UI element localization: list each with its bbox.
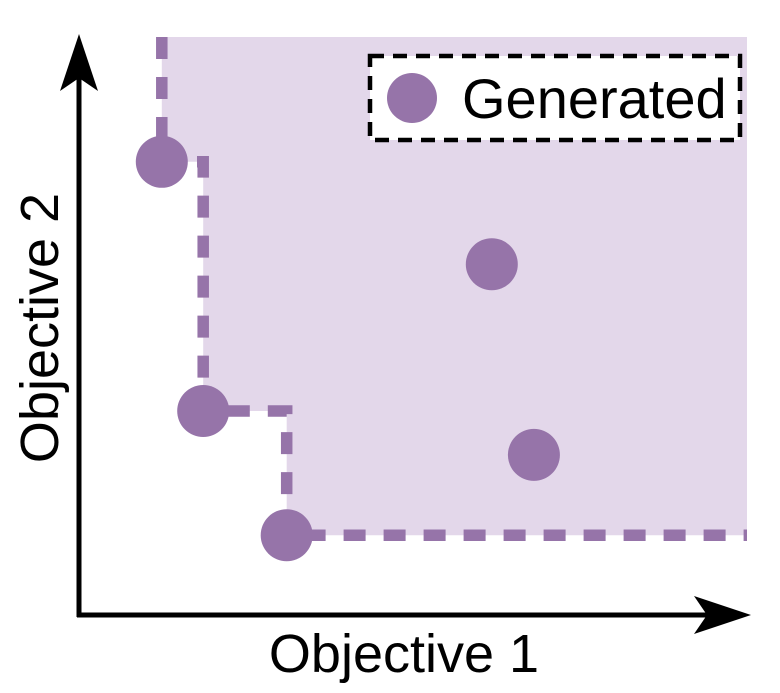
legend-marker-icon <box>387 73 437 123</box>
data-point <box>465 238 518 291</box>
x-axis-label: Objective 1 <box>269 624 539 684</box>
data-point <box>135 135 188 188</box>
data-point <box>177 385 230 437</box>
dominated-region <box>161 37 748 536</box>
legend: Generated <box>367 53 743 143</box>
x-axis-arrow-icon <box>694 596 751 634</box>
y-axis-arrow-icon <box>60 34 98 91</box>
x-axis <box>77 596 751 634</box>
y-axis <box>60 34 98 617</box>
data-point <box>260 509 313 562</box>
legend-label: Generated <box>462 67 727 130</box>
points-group <box>135 135 560 562</box>
y-axis-label: Objective 2 <box>10 193 70 463</box>
data-point <box>507 428 560 481</box>
